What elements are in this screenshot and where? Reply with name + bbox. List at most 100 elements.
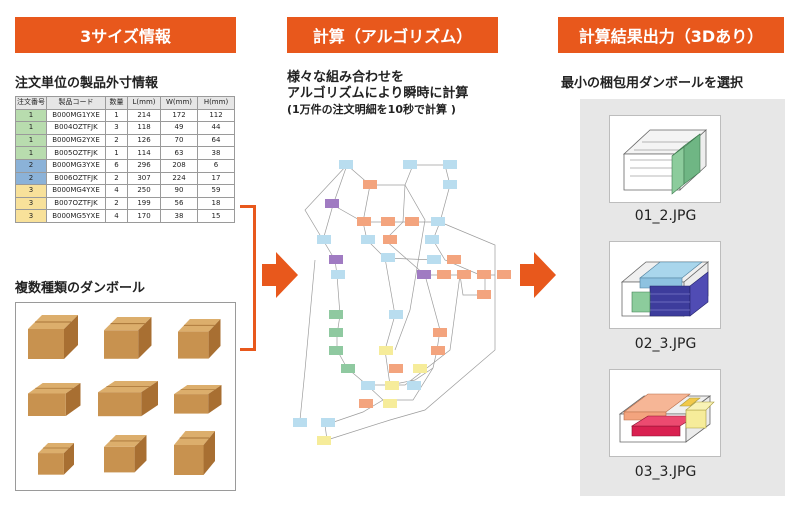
table-cell-h: 6: [197, 158, 235, 173]
graph-node: [417, 270, 431, 279]
graph-node: [321, 418, 335, 427]
graph-node: [381, 217, 395, 226]
graph-node: [361, 381, 375, 390]
arrow-right-icon: [520, 252, 556, 298]
graph-node: [477, 270, 491, 279]
table-cell-l: 307: [127, 171, 161, 186]
packing-3d-view-icon: [622, 129, 708, 195]
table-cell-code: B006OZTFJK: [46, 171, 106, 186]
table-cell-w: 172: [160, 108, 198, 123]
table-cell-w: 56: [160, 196, 198, 211]
output-heading: 最小の梱包用ダンボールを選択: [561, 76, 744, 91]
table-cell-w: 208: [160, 158, 198, 173]
table-cell-code: B005OZTFJK: [46, 146, 106, 160]
table-cell-h: 18: [197, 196, 235, 211]
graph-node: [385, 381, 399, 390]
graph-node: [425, 235, 439, 244]
table-cell-l: 126: [127, 133, 161, 148]
result-thumbnail-2[interactable]: [609, 241, 721, 329]
graph-node: [325, 199, 339, 208]
col-code: 製品コード: [46, 96, 106, 110]
banner-compute: 計算（アルゴリズム）: [287, 17, 498, 53]
table-cell-w: 90: [160, 184, 198, 198]
graph-node: [405, 217, 419, 226]
table-cell-qty: 2: [105, 171, 128, 186]
result-label-2: 02_3.JPG: [634, 336, 697, 352]
graph-node: [381, 253, 395, 262]
graph-node: [443, 180, 457, 189]
graph-node: [329, 255, 343, 264]
graph-node: [437, 270, 451, 279]
input-bracket: [240, 205, 256, 351]
graph-node: [389, 310, 403, 319]
cardboard-boxes-panel: [15, 302, 236, 491]
table-cell-qty: 6: [105, 158, 128, 173]
table-cell-h: 38: [197, 146, 235, 160]
table-cell-qty: 2: [105, 133, 128, 148]
box-icon: [27, 314, 79, 360]
table-cell-code: B000MG3YXE: [46, 158, 106, 173]
table-cell-l: 296: [127, 158, 161, 173]
table-cell-h: 15: [197, 209, 235, 223]
table-cell-w: 70: [160, 133, 198, 148]
banner-output: 計算結果出力（3Dあり）: [558, 17, 784, 53]
graph-node: [413, 364, 427, 373]
box-icon: [103, 316, 152, 360]
col-l: L(mm): [127, 96, 161, 110]
graph-node: [457, 270, 471, 279]
compute-line-2: アルゴリズムにより瞬時に計算: [287, 86, 469, 101]
graph-node: [331, 270, 345, 279]
table-cell-order: 1: [15, 146, 47, 160]
table-cell-l: 214: [127, 108, 161, 123]
graph-node: [389, 364, 403, 373]
graph-node: [359, 399, 373, 408]
order-heading: 注文単位の製品外寸情報: [15, 76, 159, 91]
graph-node: [447, 255, 461, 264]
box-icon: [97, 380, 159, 417]
table-cell-l: 114: [127, 146, 161, 160]
graph-node: [329, 328, 343, 337]
col-w: W(mm): [160, 96, 198, 110]
table-cell-order: 2: [15, 171, 47, 186]
table-cell-code: B007OZTFJK: [46, 196, 106, 211]
table-cell-qty: 1: [105, 108, 128, 123]
graph-node: [379, 346, 393, 355]
banner-output-label: 計算結果出力（3Dあり）: [578, 27, 764, 46]
cardboard-boxes: [27, 314, 222, 476]
table-cell-h: 59: [197, 184, 235, 198]
table-cell-l: 250: [127, 184, 161, 198]
result-thumbnail-3[interactable]: [609, 369, 721, 457]
table-cell-order: 3: [15, 209, 47, 223]
table-cell-code: B000MG2YXE: [46, 133, 106, 148]
banner-input: 3サイズ情報: [15, 17, 236, 53]
banner-compute-label: 計算（アルゴリズム）: [312, 27, 473, 46]
table-cell-h: 112: [197, 108, 235, 123]
table-cell-l: 199: [127, 196, 161, 211]
graph-node: [363, 180, 377, 189]
result-thumbnail-1[interactable]: [609, 115, 721, 203]
graph-node: [497, 270, 511, 279]
compute-line-3: (1万件の注文明細を10秒で計算 ): [287, 103, 456, 116]
banner-input-label: 3サイズ情報: [80, 27, 171, 46]
table-cell-qty: 3: [105, 121, 128, 135]
table-cell-qty: 2: [105, 196, 128, 211]
table-cell-w: 224: [160, 171, 198, 186]
table-cell-order: 3: [15, 184, 47, 198]
graph-node: [407, 381, 421, 390]
table-cell-w: 49: [160, 121, 198, 135]
graph-node: [357, 217, 371, 226]
graph-node: [431, 217, 445, 226]
arrow-right-icon: [262, 252, 298, 298]
packing-3d-view-icon: [618, 393, 715, 443]
result-label-1: 01_2.JPG: [634, 208, 697, 224]
col-order: 注文番号: [15, 96, 47, 110]
graph-nodes: [293, 160, 511, 445]
table-cell-l: 170: [127, 209, 161, 223]
table-cell-code: B000MG1YXE: [46, 108, 106, 123]
